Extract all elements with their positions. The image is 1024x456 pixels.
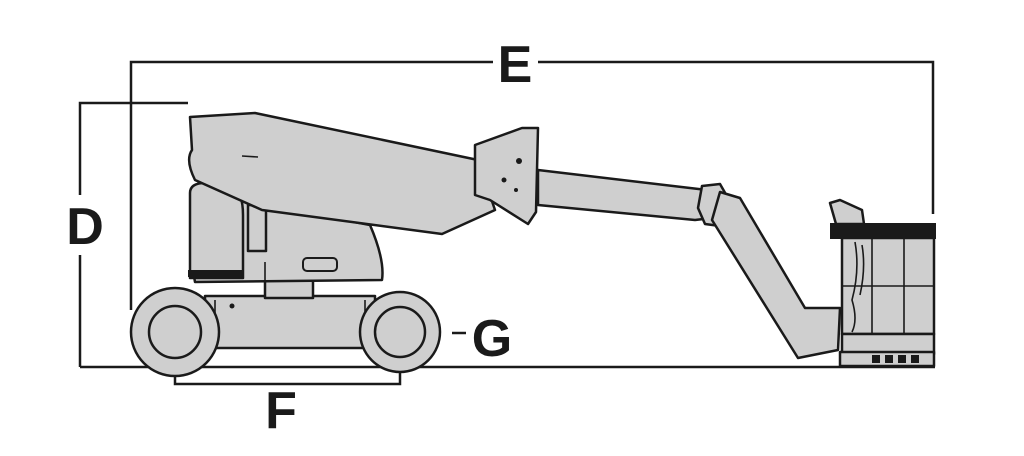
platform-basket — [830, 223, 936, 336]
turntable-base — [263, 278, 315, 300]
dimension-label-f: F — [265, 382, 297, 440]
chassis — [203, 294, 377, 350]
upper-boom — [536, 168, 714, 222]
jib-arm — [710, 190, 842, 360]
dimension-d-line — [78, 101, 188, 367]
dimension-label-d: D — [66, 198, 104, 256]
dimension-e-line — [129, 60, 935, 310]
front-wheel — [358, 290, 442, 374]
platform-floor — [838, 332, 936, 368]
rear-wheel — [129, 286, 221, 378]
engine-cover — [188, 181, 268, 280]
dimension-label-g: G — [472, 310, 512, 368]
dimension-label-e: E — [498, 36, 533, 94]
control-box — [828, 198, 866, 226]
boom-knuckle — [473, 126, 540, 226]
